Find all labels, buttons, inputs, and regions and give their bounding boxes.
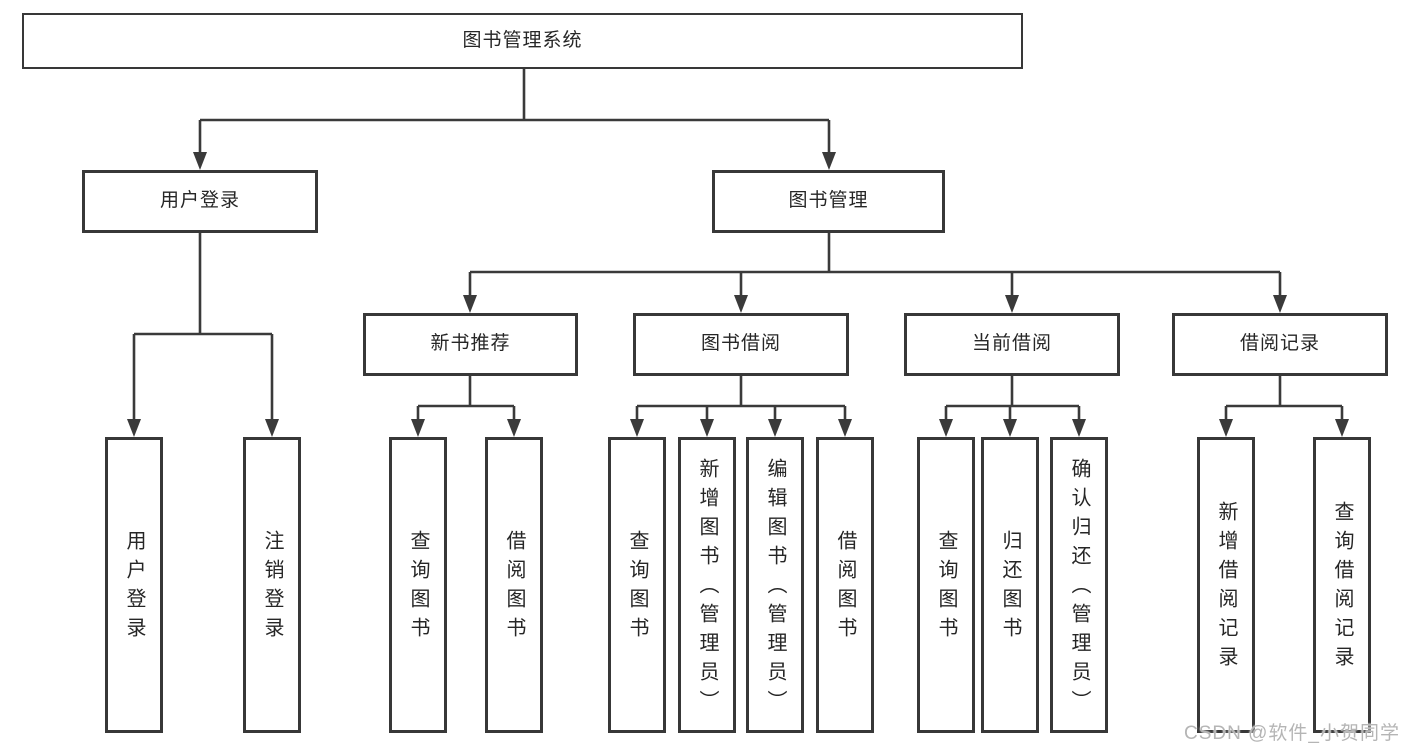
leaf-logout: 注销登录 xyxy=(243,437,301,733)
leaf-current-confirm-return-admin: 确认归还（管理员） xyxy=(1050,437,1108,733)
node-book-management: 图书管理 xyxy=(712,170,945,233)
leaf-borrowing-add-book-admin: 新增图书（管理员） xyxy=(678,437,736,733)
leaf-newbooks-borrow-books: 借阅图书 xyxy=(485,437,543,733)
node-borrowing-records: 借阅记录 xyxy=(1172,313,1388,376)
leaf-current-query-books: 查询图书 xyxy=(917,437,975,733)
tree-edges xyxy=(132,69,1344,422)
leaf-newbooks-query-books: 查询图书 xyxy=(389,437,447,733)
leaf-records-query-borrow-record: 查询借阅记录 xyxy=(1313,437,1371,733)
arrowheads xyxy=(127,152,1349,437)
leaf-user-login: 用户登录 xyxy=(105,437,163,733)
leaf-borrowing-query-books: 查询图书 xyxy=(608,437,666,733)
leaf-records-add-borrow-record: 新增借阅记录 xyxy=(1197,437,1255,733)
leaf-current-return-books: 归还图书 xyxy=(981,437,1039,733)
node-user-login: 用户登录 xyxy=(82,170,318,233)
leaf-borrowing-borrow-books: 借阅图书 xyxy=(816,437,874,733)
node-current-borrowing: 当前借阅 xyxy=(904,313,1120,376)
node-new-book-recommendation: 新书推荐 xyxy=(363,313,578,376)
csdn-watermark: CSDN @软件_小贺同学 xyxy=(1184,723,1400,744)
node-library-management-system: 图书管理系统 xyxy=(22,13,1023,69)
leaf-borrowing-edit-book-admin: 编辑图书（管理员） xyxy=(746,437,804,733)
node-book-borrowing: 图书借阅 xyxy=(633,313,849,376)
